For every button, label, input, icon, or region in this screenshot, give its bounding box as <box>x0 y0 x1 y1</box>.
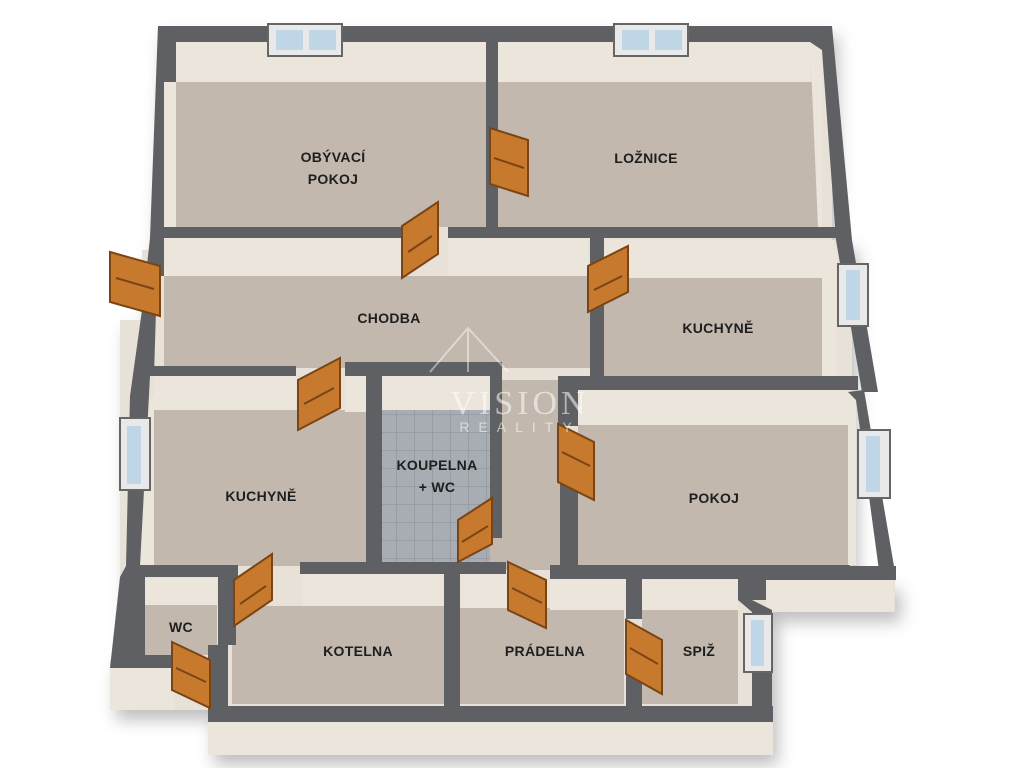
door-wc-icon <box>171 640 211 710</box>
room-label-bedroom: LOŽNICE <box>614 150 678 166</box>
room-label-living-room: OBÝVACÍ POKOJ <box>300 149 366 187</box>
door-entrance-icon <box>109 250 161 318</box>
room-label-hallway: CHODBA <box>357 310 421 326</box>
room-label-boiler-room: KOTELNA <box>323 643 393 659</box>
window-left-kitchen-icon <box>119 417 151 491</box>
door-room-icon <box>557 422 595 502</box>
room-label-pantry: SPIŽ <box>682 643 716 659</box>
door-kitchen-right-icon <box>587 244 629 314</box>
door-pantry-icon <box>625 618 663 696</box>
window-right-room-icon <box>857 429 891 499</box>
room-label-bathroom: KOUPELNA + WC <box>396 457 478 495</box>
window-pantry-icon <box>743 613 773 673</box>
room-label-room: POKOJ <box>688 490 740 506</box>
door-kitchen-left-icon <box>297 356 341 432</box>
room-label-laundry: PRÁDELNA <box>504 643 586 659</box>
door-living-bedroom-icon <box>489 126 529 198</box>
room-label-kitchen-right: KUCHYNĚ <box>682 320 754 336</box>
door-boiler-icon <box>233 552 273 628</box>
watermark-house-icon <box>429 326 509 373</box>
window-top-right-icon <box>613 23 689 57</box>
door-laundry-icon <box>507 560 547 630</box>
door-bathroom-icon <box>457 496 493 564</box>
windows <box>119 23 891 673</box>
doors <box>109 126 663 710</box>
room-label-kitchen-left: KUCHYNĚ <box>225 488 297 504</box>
window-right-kitchen-icon <box>837 263 869 327</box>
room-label-wc: WC <box>169 619 193 635</box>
window-top-left-icon <box>267 23 343 57</box>
door-living-hall-icon <box>401 200 439 280</box>
